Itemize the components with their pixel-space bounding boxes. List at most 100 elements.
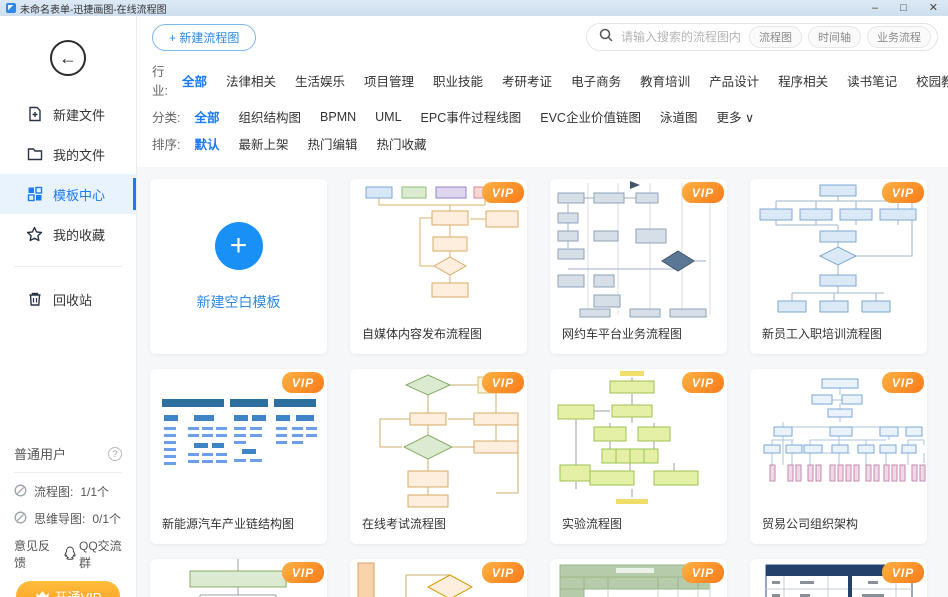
filter-option[interactable]: 热门收藏 — [376, 138, 427, 152]
sidebar-item-template-center[interactable]: 模板中心 — [0, 174, 136, 214]
quota-value: 0/1个 — [92, 512, 122, 526]
template-card[interactable]: VIP — [350, 559, 527, 597]
filter-panel: 行业: 全部 法律相关 生活娱乐 项目管理 职业技能 考研考证 电子商务 教育培… — [137, 51, 948, 161]
filter-label: 行业: — [152, 65, 168, 98]
sidebar-item-my-files[interactable]: 我的文件 — [0, 134, 136, 174]
vip-badge: VIP — [282, 562, 324, 583]
app-logo-icon — [6, 3, 16, 13]
template-grid-icon — [26, 186, 43, 203]
trash-icon — [26, 291, 43, 308]
window-titlebar: 未命名表单-迅捷画图-在线流程图 – □ ✕ — [0, 0, 948, 16]
sidebar-item-label: 我的文件 — [53, 147, 106, 163]
new-file-icon — [26, 106, 43, 123]
filter-option[interactable]: UML — [375, 109, 402, 124]
quota-icon — [14, 484, 27, 500]
filter-option-more[interactable]: 更多 ∨ — [716, 111, 755, 125]
template-card[interactable]: VIP — [750, 559, 927, 597]
filter-option[interactable]: 生活娱乐 — [295, 74, 346, 89]
template-title: 新能源汽车产业链结构图 — [162, 517, 295, 531]
filter-option[interactable]: 全部 — [181, 74, 207, 89]
template-card[interactable]: VIP 网约车平台业务流程图 — [550, 179, 727, 354]
filter-option[interactable]: 最新上架 — [238, 138, 289, 152]
template-thumbnail: VIP — [350, 179, 527, 319]
sidebar: ← 新建文件 我的文件 模板中心 我的收藏 — [0, 16, 137, 597]
vip-badge: VIP — [682, 182, 724, 203]
template-card[interactable]: VIP — [550, 559, 727, 597]
template-card[interactable]: VIP 在线考试流程图 — [350, 369, 527, 544]
main-content: + 新建流程图 流程图 时间轴 业务流程 行业: 全部 法律相关 生活娱乐 项目… — [137, 16, 948, 597]
template-thumbnail: VIP — [550, 369, 727, 509]
folder-icon — [26, 146, 43, 163]
vip-badge: VIP — [882, 182, 924, 203]
filter-option[interactable]: 程序相关 — [778, 74, 829, 89]
filter-row-category: 分类: 全部 组织结构图 BPMN UML EPC事件过程线图 EVC企业价值链… — [152, 107, 948, 126]
maximize-button[interactable]: □ — [900, 2, 907, 14]
filter-option[interactable]: 全部 — [194, 111, 220, 125]
sidebar-item-label: 模板中心 — [53, 187, 106, 203]
back-button[interactable]: ← — [50, 40, 86, 76]
template-title: 在线考试流程图 — [362, 517, 447, 531]
sidebar-item-label: 回收站 — [53, 292, 93, 308]
open-vip-button[interactable]: 开通VIP — [16, 581, 120, 597]
quota-label: 思维导图: — [34, 512, 86, 526]
back-arrow-icon: ← — [59, 47, 77, 68]
filter-option[interactable]: 校园教育 — [916, 74, 948, 89]
new-flowchart-button[interactable]: + 新建流程图 — [152, 23, 257, 51]
help-icon[interactable]: ? — [108, 446, 122, 461]
sidebar-item-recycle-bin[interactable]: 回收站 — [0, 279, 136, 319]
minimize-button[interactable]: – — [872, 2, 879, 14]
filter-option[interactable]: 法律相关 — [225, 74, 276, 89]
filter-option[interactable]: 组织结构图 — [238, 111, 302, 125]
close-button[interactable]: ✕ — [928, 2, 938, 14]
template-title: 新员工入职培训流程图 — [762, 327, 883, 341]
template-card[interactable]: VIP 新能源汽车产业链结构图 — [150, 369, 327, 544]
star-icon — [26, 226, 43, 243]
search-input[interactable] — [621, 30, 741, 44]
open-vip-label: 开通VIP — [54, 589, 102, 597]
vip-badge: VIP — [682, 372, 724, 393]
vip-badge: VIP — [482, 562, 524, 583]
filter-option[interactable]: 教育培训 — [640, 74, 691, 89]
filter-row-sort: 排序: 默认 最新上架 热门编辑 热门收藏 — [152, 134, 948, 153]
filter-option[interactable]: 考研考证 — [502, 74, 553, 89]
template-title: 自媒体内容发布流程图 — [362, 327, 483, 341]
template-card[interactable]: VIP 实验流程图 — [550, 369, 727, 544]
search-box[interactable]: 流程图 时间轴 业务流程 — [586, 23, 938, 51]
search-tag-flowchart[interactable]: 流程图 — [749, 26, 802, 48]
template-title: 网约车平台业务流程图 — [562, 327, 683, 341]
filter-option[interactable]: 读书笔记 — [847, 74, 898, 89]
template-card[interactable]: VIP 自媒体内容发布流程图 — [350, 179, 527, 354]
sidebar-item-favorites[interactable]: 我的收藏 — [0, 214, 136, 254]
qq-penguin-icon — [64, 545, 76, 563]
window-title: 未命名表单-迅捷画图-在线流程图 — [20, 4, 167, 16]
filter-option[interactable]: 电子商务 — [571, 74, 622, 89]
filter-option[interactable]: 默认 — [194, 138, 220, 152]
template-card[interactable]: VIP 新员工入职培训流程图 — [750, 179, 927, 354]
vip-badge: VIP — [882, 372, 924, 393]
filter-row-industry: 行业: 全部 法律相关 生活娱乐 项目管理 职业技能 考研考证 电子商务 教育培… — [152, 61, 948, 99]
search-tag-timeline[interactable]: 时间轴 — [808, 26, 861, 48]
qq-group-link[interactable]: QQ交流群 — [64, 537, 122, 571]
search-tag-business[interactable]: 业务流程 — [867, 26, 931, 48]
filter-option[interactable]: EVC企业价值链图 — [540, 111, 641, 125]
template-thumbnail: VIP — [550, 559, 727, 597]
filter-option[interactable]: 泳道图 — [659, 111, 698, 125]
filter-option[interactable]: 热门编辑 — [307, 138, 358, 152]
filter-option[interactable]: BPMN — [320, 109, 357, 124]
filter-option[interactable]: 职业技能 — [433, 74, 484, 89]
template-thumbnail: VIP — [350, 559, 527, 597]
filter-option[interactable]: 产品设计 — [709, 74, 760, 89]
sidebar-item-label: 我的收藏 — [53, 227, 106, 243]
feedback-link[interactable]: 意见反馈 — [14, 539, 51, 570]
quota-value: 1/1个 — [80, 485, 110, 499]
blank-template-card[interactable]: + 新建空白模板 — [150, 179, 327, 354]
template-gallery: + 新建空白模板 — [137, 167, 948, 597]
sidebar-item-new-file[interactable]: 新建文件 — [0, 94, 136, 134]
filter-option[interactable]: EPC事件过程线图 — [420, 111, 522, 125]
user-panel: 普通用户 ? 流程图: 1/1个 思维导图: 0/1个 意见反馈 — [0, 444, 136, 597]
template-card[interactable]: VIP 贸易公司组织架构 — [750, 369, 927, 544]
filter-option[interactable]: 项目管理 — [364, 74, 415, 89]
filter-label: 排序: — [152, 138, 181, 152]
template-card[interactable]: VIP — [150, 559, 327, 597]
toolbar: + 新建流程图 流程图 时间轴 业务流程 — [137, 16, 948, 51]
